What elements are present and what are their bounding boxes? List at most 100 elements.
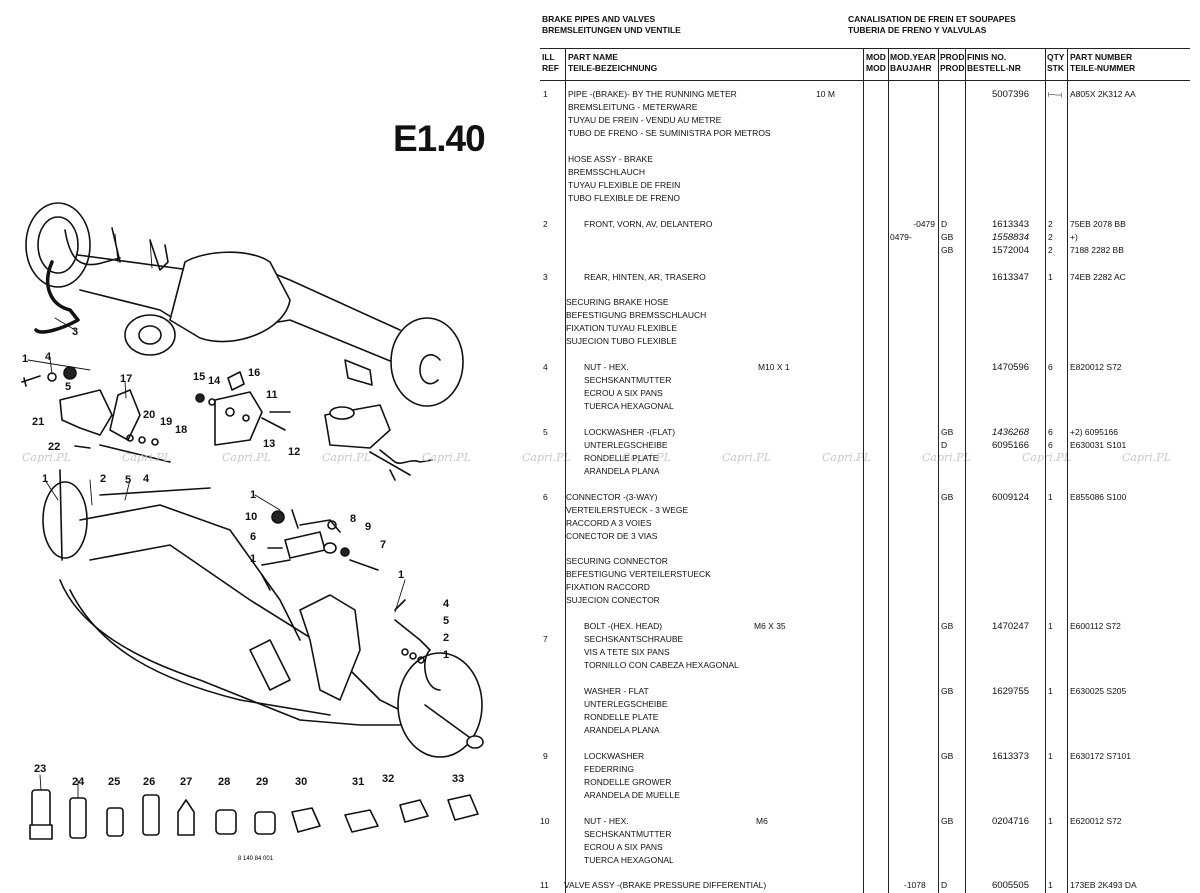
- callout-1d: 1: [250, 553, 256, 565]
- desc-line: BREMSSCHLAUCH: [568, 167, 645, 177]
- callout-5b: 5: [125, 474, 131, 486]
- part-line: 75EB 2078 BB: [1070, 219, 1126, 229]
- desc-line: PIPE -(BRAKE)- BY THE RUNNING METER: [568, 89, 737, 99]
- desc-line: SUJECION TUBO FLEXIBLE: [566, 336, 677, 346]
- watermark: Capri.PL: [222, 451, 271, 464]
- finis-line: 1436268: [992, 427, 1029, 438]
- desc-line: RACCORD A 3 VOIES: [566, 518, 652, 528]
- desc-line: RONDELLE PLATE: [584, 712, 659, 722]
- desc-line: TUYAU DE FREIN - VENDU AU METRE: [568, 115, 722, 125]
- watermark: Capri.PL: [722, 451, 771, 464]
- desc-line: LOCKWASHER: [584, 751, 645, 761]
- watermark: Capri.PL: [22, 451, 71, 464]
- desc-line: TORNILLO CON CABEZA HEXAGONAL: [584, 660, 739, 670]
- col-mod-en: MOD: [866, 52, 886, 62]
- row-ref: 1: [543, 89, 548, 99]
- prod-line: D: [941, 440, 948, 450]
- qty-line: 6: [1048, 440, 1053, 450]
- desc-line: UNTERLEGSCHEIBE: [584, 699, 668, 709]
- callout-22: 22: [48, 441, 60, 453]
- row-finis: 1613343 1558834 1572004: [992, 218, 1029, 257]
- prod-line: GB: [941, 427, 954, 437]
- watermark: Capri.PL: [122, 451, 171, 464]
- callout-31: 31: [352, 776, 364, 788]
- callout-1c: 1: [250, 489, 256, 501]
- year-line: 0479-: [890, 232, 912, 242]
- row-finis: 0204716: [992, 816, 1029, 827]
- row-qty: 1: [1048, 621, 1053, 631]
- desc-line: BOLT -(HEX. HEAD): [584, 621, 663, 631]
- row-spec: M10 X 1: [758, 362, 790, 372]
- callout-2b: 2: [100, 473, 106, 485]
- callout-10: 10: [245, 511, 257, 523]
- col-part-number: PART NUMBER TEILE-NUMMER: [1070, 52, 1135, 74]
- row-qty: 1: [1048, 686, 1053, 696]
- col-divider: [565, 49, 566, 893]
- front-crossmember-drawing: [42, 469, 484, 758]
- callout-labels: 3 1 4 5 17 15 14 16 11 21 20 19 18 22 13…: [22, 326, 464, 862]
- finis-line: 6095166: [992, 440, 1029, 451]
- row-ref: 7: [543, 634, 548, 644]
- row-ref: 4: [543, 362, 548, 372]
- row-description: HOSE ASSY - BRAKE BREMSSCHLAUCH TUYAU FL…: [568, 153, 680, 205]
- desc-line: TUBO FLEXIBLE DE FRENO: [568, 193, 680, 203]
- callout-3: 3: [72, 326, 78, 338]
- row-part-number: E630025 S205: [1070, 686, 1127, 696]
- finis-line: 1558834: [992, 232, 1029, 243]
- col-part-name: PART NAME TEILE-BEZEICHNUNG: [568, 52, 657, 74]
- row-part-number: E630172 S7101: [1070, 751, 1131, 761]
- row-prod: GB: [941, 686, 954, 696]
- title-en: BRAKE PIPES AND VALVES: [542, 14, 656, 24]
- col-finis-de: BESTELL-NR: [967, 63, 1021, 73]
- qty-line: 2: [1048, 232, 1053, 242]
- desc-line: FIXATION TUYAU FLEXIBLE: [566, 323, 677, 333]
- callout-1a: 1: [22, 353, 28, 365]
- row-qty: 6 6: [1048, 426, 1053, 452]
- callout-12: 12: [288, 446, 300, 458]
- callout-29: 29: [256, 776, 268, 788]
- callout-24: 24: [72, 776, 85, 788]
- callout-17: 17: [120, 373, 132, 385]
- row-finis: 1436268 6095166: [992, 426, 1029, 452]
- row-finis: 5007396: [992, 89, 1029, 100]
- row-qty: ⟝⟞: [1048, 89, 1063, 99]
- table-top-rule: [540, 48, 1190, 49]
- row-description: NUT - HEX. SECHSKANTMUTTER ECROU A SIX P…: [584, 361, 674, 413]
- callout-8: 8: [350, 513, 356, 525]
- row-finis: 6005505: [992, 880, 1029, 891]
- row-prod: D GB GB: [941, 218, 953, 257]
- title-fr: CANALISATION DE FREIN ET SOUPAPES: [848, 14, 1016, 24]
- col-finis: FINIS NO. BESTELL-NR: [967, 52, 1021, 74]
- col-divider: [1067, 49, 1068, 893]
- desc-line: SECHSKANTMUTTER: [584, 375, 672, 385]
- row-part-number: A805X 2K312 AA: [1070, 89, 1136, 99]
- desc-line: HOSE ASSY - BRAKE: [568, 154, 653, 164]
- callout-19: 19: [160, 416, 172, 428]
- row-part-number: 75EB 2078 BB +) 7188 2282 BB: [1070, 218, 1126, 257]
- row-description: SECURING BRAKE HOSE BEFESTIGUNG BREMSSCH…: [566, 296, 706, 348]
- watermark: Capri.PL: [1122, 451, 1171, 464]
- callout-15: 15: [193, 371, 205, 383]
- part-line: +2) 6095166: [1070, 427, 1118, 437]
- title-es: TUBERIA DE FRENO Y VALVULAS: [848, 25, 987, 35]
- col-prod-de: PROD: [940, 63, 965, 73]
- callout-33: 33: [452, 773, 464, 785]
- row-qty: 1: [1048, 751, 1053, 761]
- row-spec: M6: [756, 816, 768, 826]
- section-title-right: CANALISATION DE FREIN ET SOUPAPES TUBERI…: [848, 14, 1016, 36]
- qty-line: 2: [1048, 219, 1053, 229]
- watermark: Capri.PL: [522, 451, 571, 464]
- row-description: CONNECTOR -(3-WAY) VERTEILERSTUECK - 3 W…: [566, 491, 688, 543]
- desc-line: CONECTOR DE 3 VIAS: [566, 531, 658, 541]
- watermark: Capri.PL: [1022, 451, 1071, 464]
- row-ref: 6: [543, 492, 548, 502]
- watermark: Capri.PL: [322, 451, 371, 464]
- row-qty: 1: [1048, 816, 1053, 826]
- col-ill-ref: ILL REF: [542, 52, 564, 74]
- callout-28: 28: [218, 776, 230, 788]
- col-mod-de: MOD: [866, 63, 886, 73]
- desc-line: SECURING CONNECTOR: [566, 556, 668, 566]
- leader-lines: [27, 233, 406, 799]
- desc-line: ARANDELA PLANA: [584, 466, 660, 476]
- desc-line: ECROU A SIX PANS: [584, 842, 663, 852]
